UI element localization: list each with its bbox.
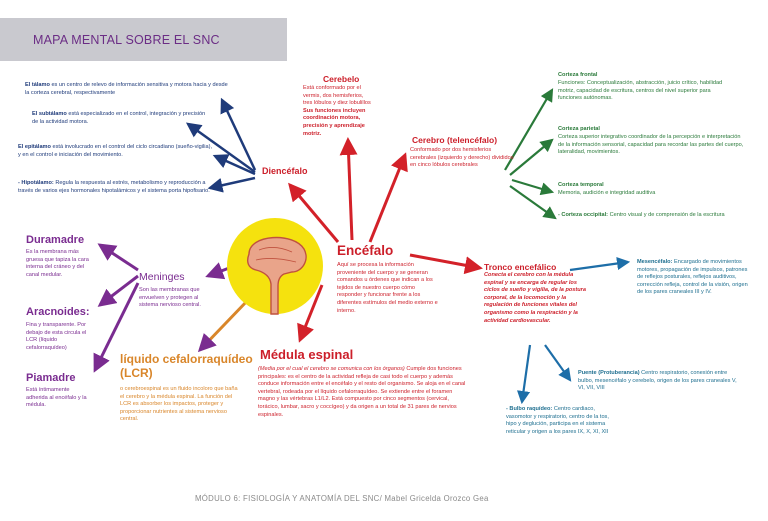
meninges-label: Meninges (139, 271, 185, 283)
frontal-text: Funciones: Conceptualización, abstracció… (558, 80, 723, 102)
arrow-to-cerebelo (339, 137, 358, 241)
occipital-text: - Corteza occipital: Centro visual y de … (558, 212, 725, 218)
encefalo-text: Aquí se procesa la información provenien… (337, 262, 438, 314)
cerebelo-text: Está conformado por el vermis, dos hemis… (303, 85, 371, 137)
lcr-label: líquido cefalorraquídeo (LCR) (120, 352, 253, 380)
talamo-text: El tálamo es un centro de relevo de info… (25, 82, 228, 96)
lcr-text: o cerebroespinal es un fluido incoloro q… (120, 386, 238, 423)
mesencefalo-text: Mesencéfalo: Encargado de movimientos mo… (637, 259, 748, 296)
subtalamo-text: El subtálamo está especializado en el co… (32, 111, 206, 125)
puente-text: Puente (Protuberancia) Centro respirator… (578, 370, 737, 392)
piamadre-text: Está íntimamente adherida al encéfalo y … (26, 387, 87, 409)
parietal-label: Corteza parietal (558, 126, 600, 132)
tronco-label: Tronco encefálico (484, 262, 557, 272)
cerebelo-label: Cerebelo (323, 74, 360, 84)
epitalamo-text: El epitálamo está involucrado en el cont… (18, 144, 213, 158)
cerebro-label: Cerebro (telencéfalo) (412, 135, 498, 145)
hipotalamo-text: - Hipotálamo: Regula la respuesta al est… (18, 180, 210, 194)
duramadre-text: Es la membrana más gruesa que tapiza la … (26, 249, 89, 278)
medula-label: Médula espinal (260, 347, 354, 362)
temporal-text: Memoria, audición e integridad auditiva (558, 190, 656, 196)
encefalo-label: Encéfalo (337, 243, 394, 258)
bulbo-text: - Bulbo raquídeo: Centro cardiaco, vasom… (506, 406, 609, 435)
brain-illustration (227, 218, 323, 315)
aracnoides-text: Fina y transparente. Por debajo de esta … (26, 322, 87, 351)
page-title: MAPA MENTAL SOBRE EL SNC (33, 33, 220, 47)
tronco-text: Conecta el cerebro con la médula espinal… (484, 272, 586, 324)
parietal-text: Corteza superior integrativo coordinador… (558, 134, 744, 156)
arrow-to-medula (297, 284, 324, 343)
title-bar (0, 18, 287, 61)
temporal-label: Corteza temporal (558, 182, 604, 188)
meninges-text: Son las membranas que envuelven y proteg… (139, 287, 201, 309)
duramadre-label: Duramadre (26, 234, 85, 246)
arrow-to-cerebro (368, 152, 408, 243)
diencefalo-label: Diencéfalo (262, 166, 308, 176)
aracnoides-label: Aracnoides: (26, 306, 90, 318)
medula-text: (Media por el cual el cerebro se comunic… (258, 366, 466, 418)
piamadre-label: Piamadre (26, 372, 76, 384)
arrow-to-diencefalo (288, 182, 340, 243)
arrow-to-tronco (409, 253, 483, 275)
cerebro-text: Conformado por dos hemisferios cerebrale… (410, 147, 514, 169)
footer-text: MÓDULO 6: FISIOLOGÍA Y ANATOMÍA DEL SNC/… (195, 494, 489, 503)
frontal-label: Corteza frontal (558, 72, 598, 78)
